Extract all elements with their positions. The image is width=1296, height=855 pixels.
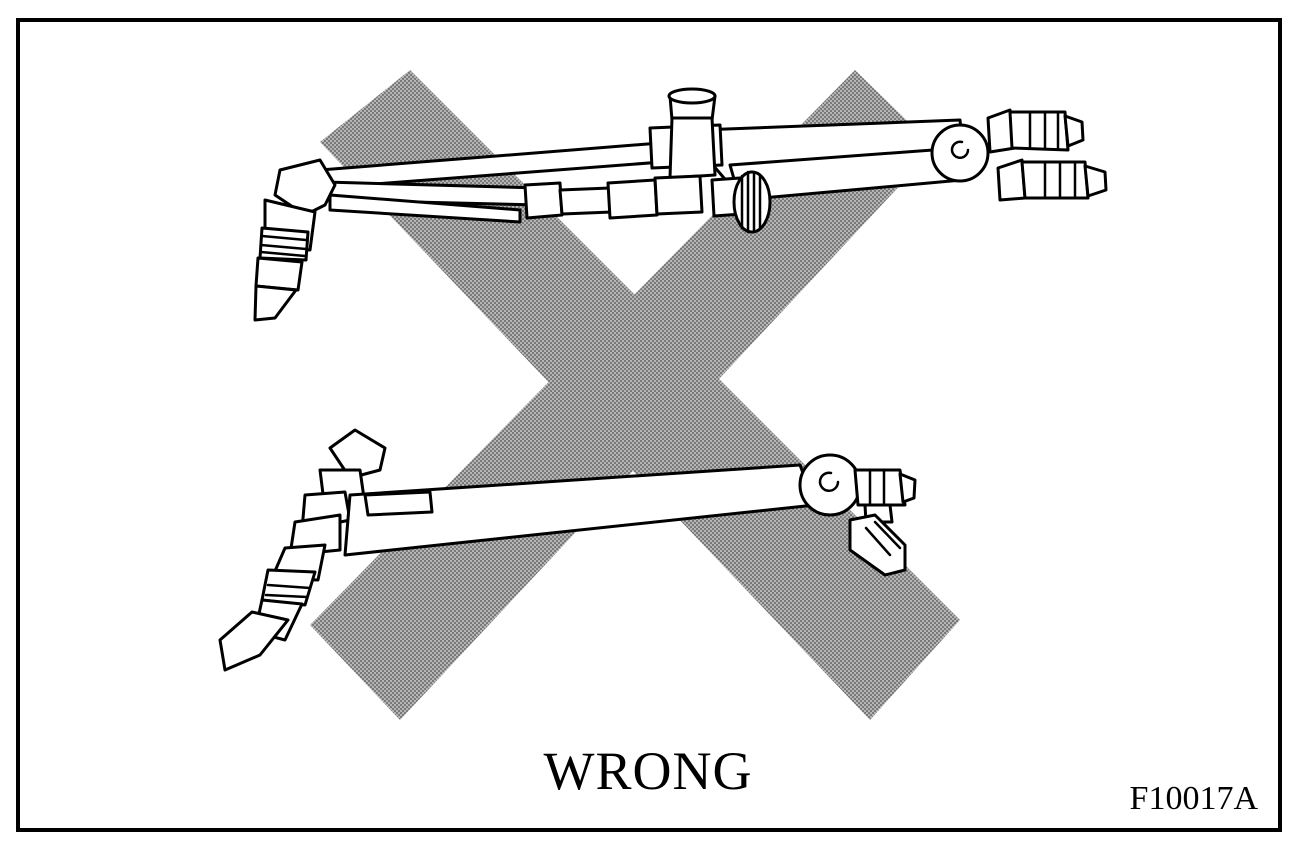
- caption-wrong: WRONG: [543, 741, 753, 801]
- welding-torch-lower-icon: [218, 428, 917, 672]
- figure-frame: [16, 18, 1282, 832]
- welding-torch-upper-icon: [253, 87, 1108, 322]
- figure-id: F10017A: [1129, 780, 1258, 817]
- x-mark-icon: [310, 70, 960, 720]
